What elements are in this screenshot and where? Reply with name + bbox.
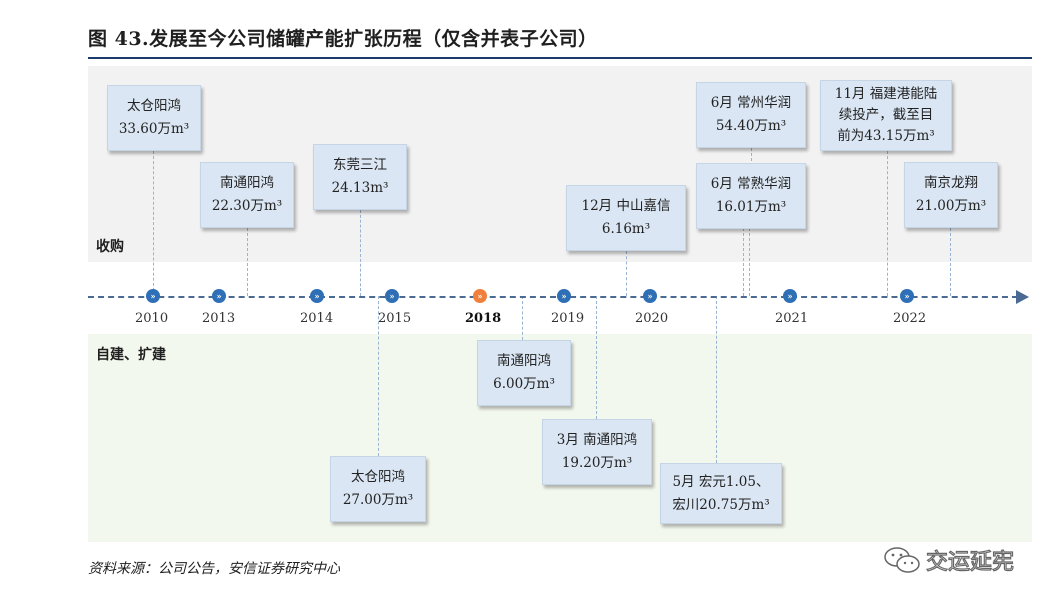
year-marker-icon: » [310, 289, 324, 303]
year-marker-icon: » [212, 289, 226, 303]
watermark-text: 交运延宪 [925, 549, 1015, 575]
connector-line [247, 228, 248, 296]
acquisition-event-box: 6月 常州华润 54.40万m³ [696, 82, 806, 148]
event-capacity: 22.30万m³ [211, 198, 283, 214]
event-capacity: 24.13m³ [331, 180, 389, 196]
year-label: 2014 [300, 311, 334, 326]
connector-line [153, 151, 154, 296]
section-label-acquisition: 收购 [96, 239, 124, 255]
event-note: 续投产，截至目 [838, 107, 934, 123]
event-name: 3月 南通阳鸿 [556, 432, 638, 448]
year-label: 2022 [893, 311, 927, 326]
event-capacity: 21.00万m³ [915, 198, 987, 214]
year-marker-icon: » [557, 289, 571, 303]
event-name: 6月 常州华润 [710, 95, 792, 111]
year-label: 2010 [135, 311, 169, 326]
connector-line [360, 210, 361, 296]
source-note: 资料来源：公司公告，安信证券研究中心 [88, 561, 340, 577]
connector-line [950, 228, 951, 296]
year-label: 2019 [551, 311, 585, 326]
self-build-event-box: 太仓阳鸿 27.00万m³ [330, 456, 426, 522]
acquisition-event-box: 6月 常熟华润 16.01万m³ [696, 163, 806, 229]
event-capacity: 16.01万m³ [715, 199, 787, 215]
acquisition-event-box: 东莞三江 24.13m³ [313, 144, 407, 210]
event-name: 11月 福建港能陆 [834, 86, 938, 102]
timeline-axis [88, 296, 1018, 298]
title-rule [88, 57, 1032, 59]
event-capacity: 宏川20.75万m³ [672, 496, 770, 513]
event-name: 东莞三江 [333, 157, 387, 173]
timeline-arrowhead [1016, 290, 1029, 304]
acquisition-event-box: 南通阳鸿 22.30万m³ [200, 162, 294, 228]
acquisition-event-box: 11月 福建港能陆 续投产，截至目 前为43.15万m³ [820, 80, 952, 151]
year-marker-highlight-icon: » [473, 289, 487, 303]
connector-line [378, 296, 379, 456]
event-name: 南京龙翔 [924, 175, 978, 191]
event-capacity: 前为43.15万m³ [837, 128, 935, 144]
acquisition-event-box: 太仓阳鸿 33.60万m³ [107, 85, 201, 151]
year-label: 2021 [775, 311, 809, 326]
year-label: 2015 [378, 311, 412, 326]
event-capacity: 6.00万m³ [493, 376, 555, 392]
event-name: 12月 中山嘉信 [581, 198, 671, 214]
connector-line [596, 296, 597, 419]
connector-line [716, 296, 717, 463]
section-label-self-build: 自建、扩建 [96, 347, 166, 363]
acquisition-event-box: 12月 中山嘉信 6.16m³ [566, 185, 686, 251]
event-capacity: 19.20万m³ [561, 455, 633, 471]
event-capacity: 54.40万m³ [715, 118, 787, 134]
event-capacity: 27.00万m³ [342, 492, 414, 508]
event-name: 6月 常熟华润 [710, 176, 792, 192]
event-name: 南通阳鸿 [220, 175, 274, 191]
self-build-event-box: 南通阳鸿 6.00万m³ [477, 340, 571, 406]
wechat-icon [884, 547, 920, 573]
year-marker-icon: » [385, 289, 399, 303]
connector-line [626, 251, 627, 296]
year-marker-icon: » [900, 289, 914, 303]
year-label: 2020 [635, 311, 669, 326]
self-build-event-box: 5月 宏元1.05、 宏川20.75万m³ [660, 463, 782, 524]
year-marker-icon: » [783, 289, 797, 303]
year-label: 2013 [202, 311, 236, 326]
event-capacity: 6.16m³ [601, 221, 651, 237]
watermark: 交运延宪 [882, 544, 1015, 576]
year-marker-icon: » [146, 289, 160, 303]
connector-line [522, 296, 523, 340]
event-name: 5月 宏元1.05、 [672, 473, 770, 490]
year-marker-icon: » [643, 289, 657, 303]
connector-line [887, 151, 888, 296]
event-capacity: 33.60万m³ [118, 121, 190, 137]
connector-line [751, 148, 752, 166]
acquisition-event-box: 南京龙翔 21.00万m³ [904, 162, 998, 228]
year-label-highlight: 2018 [465, 311, 502, 326]
event-name: 太仓阳鸿 [351, 469, 405, 485]
figure-title: 图 43.发展至今公司储罐产能扩张历程（仅含并表子公司） [88, 28, 598, 50]
connector-line [743, 228, 744, 296]
event-name: 南通阳鸿 [497, 353, 551, 369]
event-name: 太仓阳鸿 [127, 98, 181, 114]
connector-line [749, 228, 750, 296]
self-build-event-box: 3月 南通阳鸿 19.20万m³ [542, 419, 652, 485]
